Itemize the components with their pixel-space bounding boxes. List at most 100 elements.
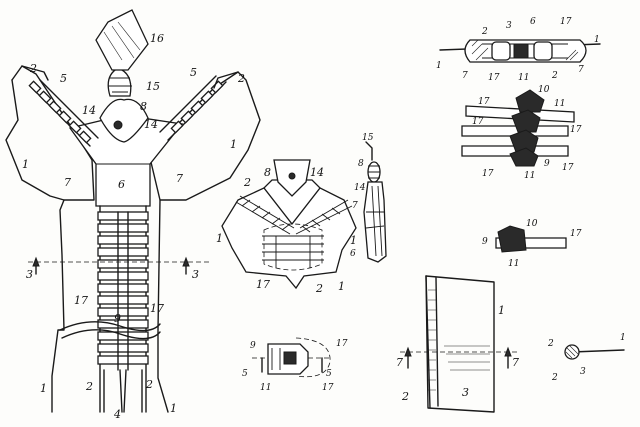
label: 16 xyxy=(150,32,164,45)
label: 1 xyxy=(216,232,223,245)
bead-section-figure xyxy=(564,344,625,360)
pull-tab-plate xyxy=(99,98,149,143)
label: 3 xyxy=(192,268,199,281)
label: 17 xyxy=(472,117,484,127)
label: 7 xyxy=(396,356,403,369)
label: 2 xyxy=(237,72,245,85)
label: 2 xyxy=(551,373,558,383)
single-element-labels: 9 10 17 11 xyxy=(482,219,582,269)
label: 15 xyxy=(362,133,374,143)
top-right-section-labels: 2 3 6 17 1 1 7 17 11 2 7 xyxy=(436,17,600,83)
label: 17 xyxy=(336,339,348,349)
label: 3 xyxy=(506,21,512,31)
label: 4 xyxy=(113,408,121,421)
label: 5 xyxy=(242,369,248,379)
label: 1 xyxy=(436,61,442,71)
label: 2 xyxy=(401,390,409,403)
label: 2 xyxy=(315,282,323,295)
label: 5 xyxy=(60,72,67,85)
label: 10 xyxy=(526,219,538,229)
label: 17 xyxy=(570,125,582,135)
label: 10 xyxy=(538,85,550,95)
label: 2 xyxy=(481,27,488,37)
label: 17 xyxy=(256,278,270,291)
label: 14 xyxy=(354,183,366,193)
label: 2 xyxy=(145,378,153,391)
label: 1 xyxy=(350,234,357,247)
label: 17 xyxy=(150,302,164,315)
left-teeth-row xyxy=(21,65,99,147)
label: 7 xyxy=(352,201,358,211)
label: 6 xyxy=(350,249,356,259)
label: 1 xyxy=(338,280,345,293)
single-element-figure xyxy=(495,225,567,253)
label: 9 xyxy=(544,159,550,169)
label: 9 xyxy=(482,237,488,247)
label: 6 xyxy=(118,178,125,191)
label: 14 xyxy=(82,104,96,117)
small-slider-labels: 8 14 2 1 1 17 2 1 xyxy=(216,166,357,295)
label: 3 xyxy=(462,386,469,399)
label: 5 xyxy=(190,66,197,79)
label: 15 xyxy=(146,80,160,93)
bead-section-labels: 2 1 2 3 xyxy=(547,333,626,383)
label: 1 xyxy=(40,382,47,395)
label: 1 xyxy=(170,402,177,415)
label: 17 xyxy=(322,383,334,393)
label: 2 xyxy=(547,339,554,349)
label: 17 xyxy=(570,229,582,239)
label: 17 xyxy=(560,17,572,27)
stacked-elements-figure xyxy=(461,89,575,167)
label: 7 xyxy=(578,65,584,75)
label: 17 xyxy=(562,163,574,173)
label: 3 xyxy=(26,268,33,281)
label: 7 xyxy=(64,176,71,189)
label: 7 xyxy=(462,71,468,81)
small-slider-figure xyxy=(221,159,357,290)
label: 11 xyxy=(524,171,535,181)
label: 1 xyxy=(22,158,29,171)
label: 17 xyxy=(74,294,88,307)
label: 14 xyxy=(144,118,158,131)
stacked-elements-labels: 17 10 11 17 17 17 9 11 17 xyxy=(472,85,582,181)
label: 6 xyxy=(530,17,536,27)
main-figure-labels: 2 5 1 7 14 16 15 8 14 5 2 1 7 6 3 3 17 1… xyxy=(22,32,245,421)
section-5-labels: 9 17 5 5 11 17 xyxy=(242,339,348,393)
label: 11 xyxy=(508,259,519,269)
rivet xyxy=(113,120,123,130)
interlocked-teeth-column xyxy=(97,205,149,413)
label: 7 xyxy=(176,172,183,185)
label: 2 xyxy=(551,71,558,81)
label: 2 xyxy=(85,380,93,393)
pull-side-labels: 15 8 14 7 6 xyxy=(350,133,374,259)
main-zipper-figure xyxy=(5,9,261,413)
right-teeth-row xyxy=(159,71,239,141)
label: 9 xyxy=(114,312,121,325)
tape-figure-labels: 1 7 7 2 3 xyxy=(396,304,519,403)
label: 14 xyxy=(310,166,324,179)
section-5-figure xyxy=(252,337,331,378)
label: 1 xyxy=(230,138,237,151)
top-right-section-figure xyxy=(439,39,601,63)
label: 17 xyxy=(478,97,490,107)
label: 17 xyxy=(482,169,494,179)
label: 11 xyxy=(554,99,565,109)
label: 11 xyxy=(260,383,271,393)
label: 8 xyxy=(264,166,271,179)
label: 17 xyxy=(488,73,500,83)
label: 1 xyxy=(594,35,600,45)
label: 5 xyxy=(326,369,332,379)
pull-cloth xyxy=(95,9,149,71)
label: 11 xyxy=(518,73,529,83)
label: 1 xyxy=(498,304,505,317)
pull-side-figure xyxy=(363,141,387,263)
label: 1 xyxy=(620,333,626,343)
tape-figure xyxy=(400,275,520,413)
label: 8 xyxy=(358,159,364,169)
label: 2 xyxy=(243,176,251,189)
label: 3 xyxy=(580,367,586,377)
label: 2 xyxy=(29,62,37,75)
label: 7 xyxy=(512,356,519,369)
